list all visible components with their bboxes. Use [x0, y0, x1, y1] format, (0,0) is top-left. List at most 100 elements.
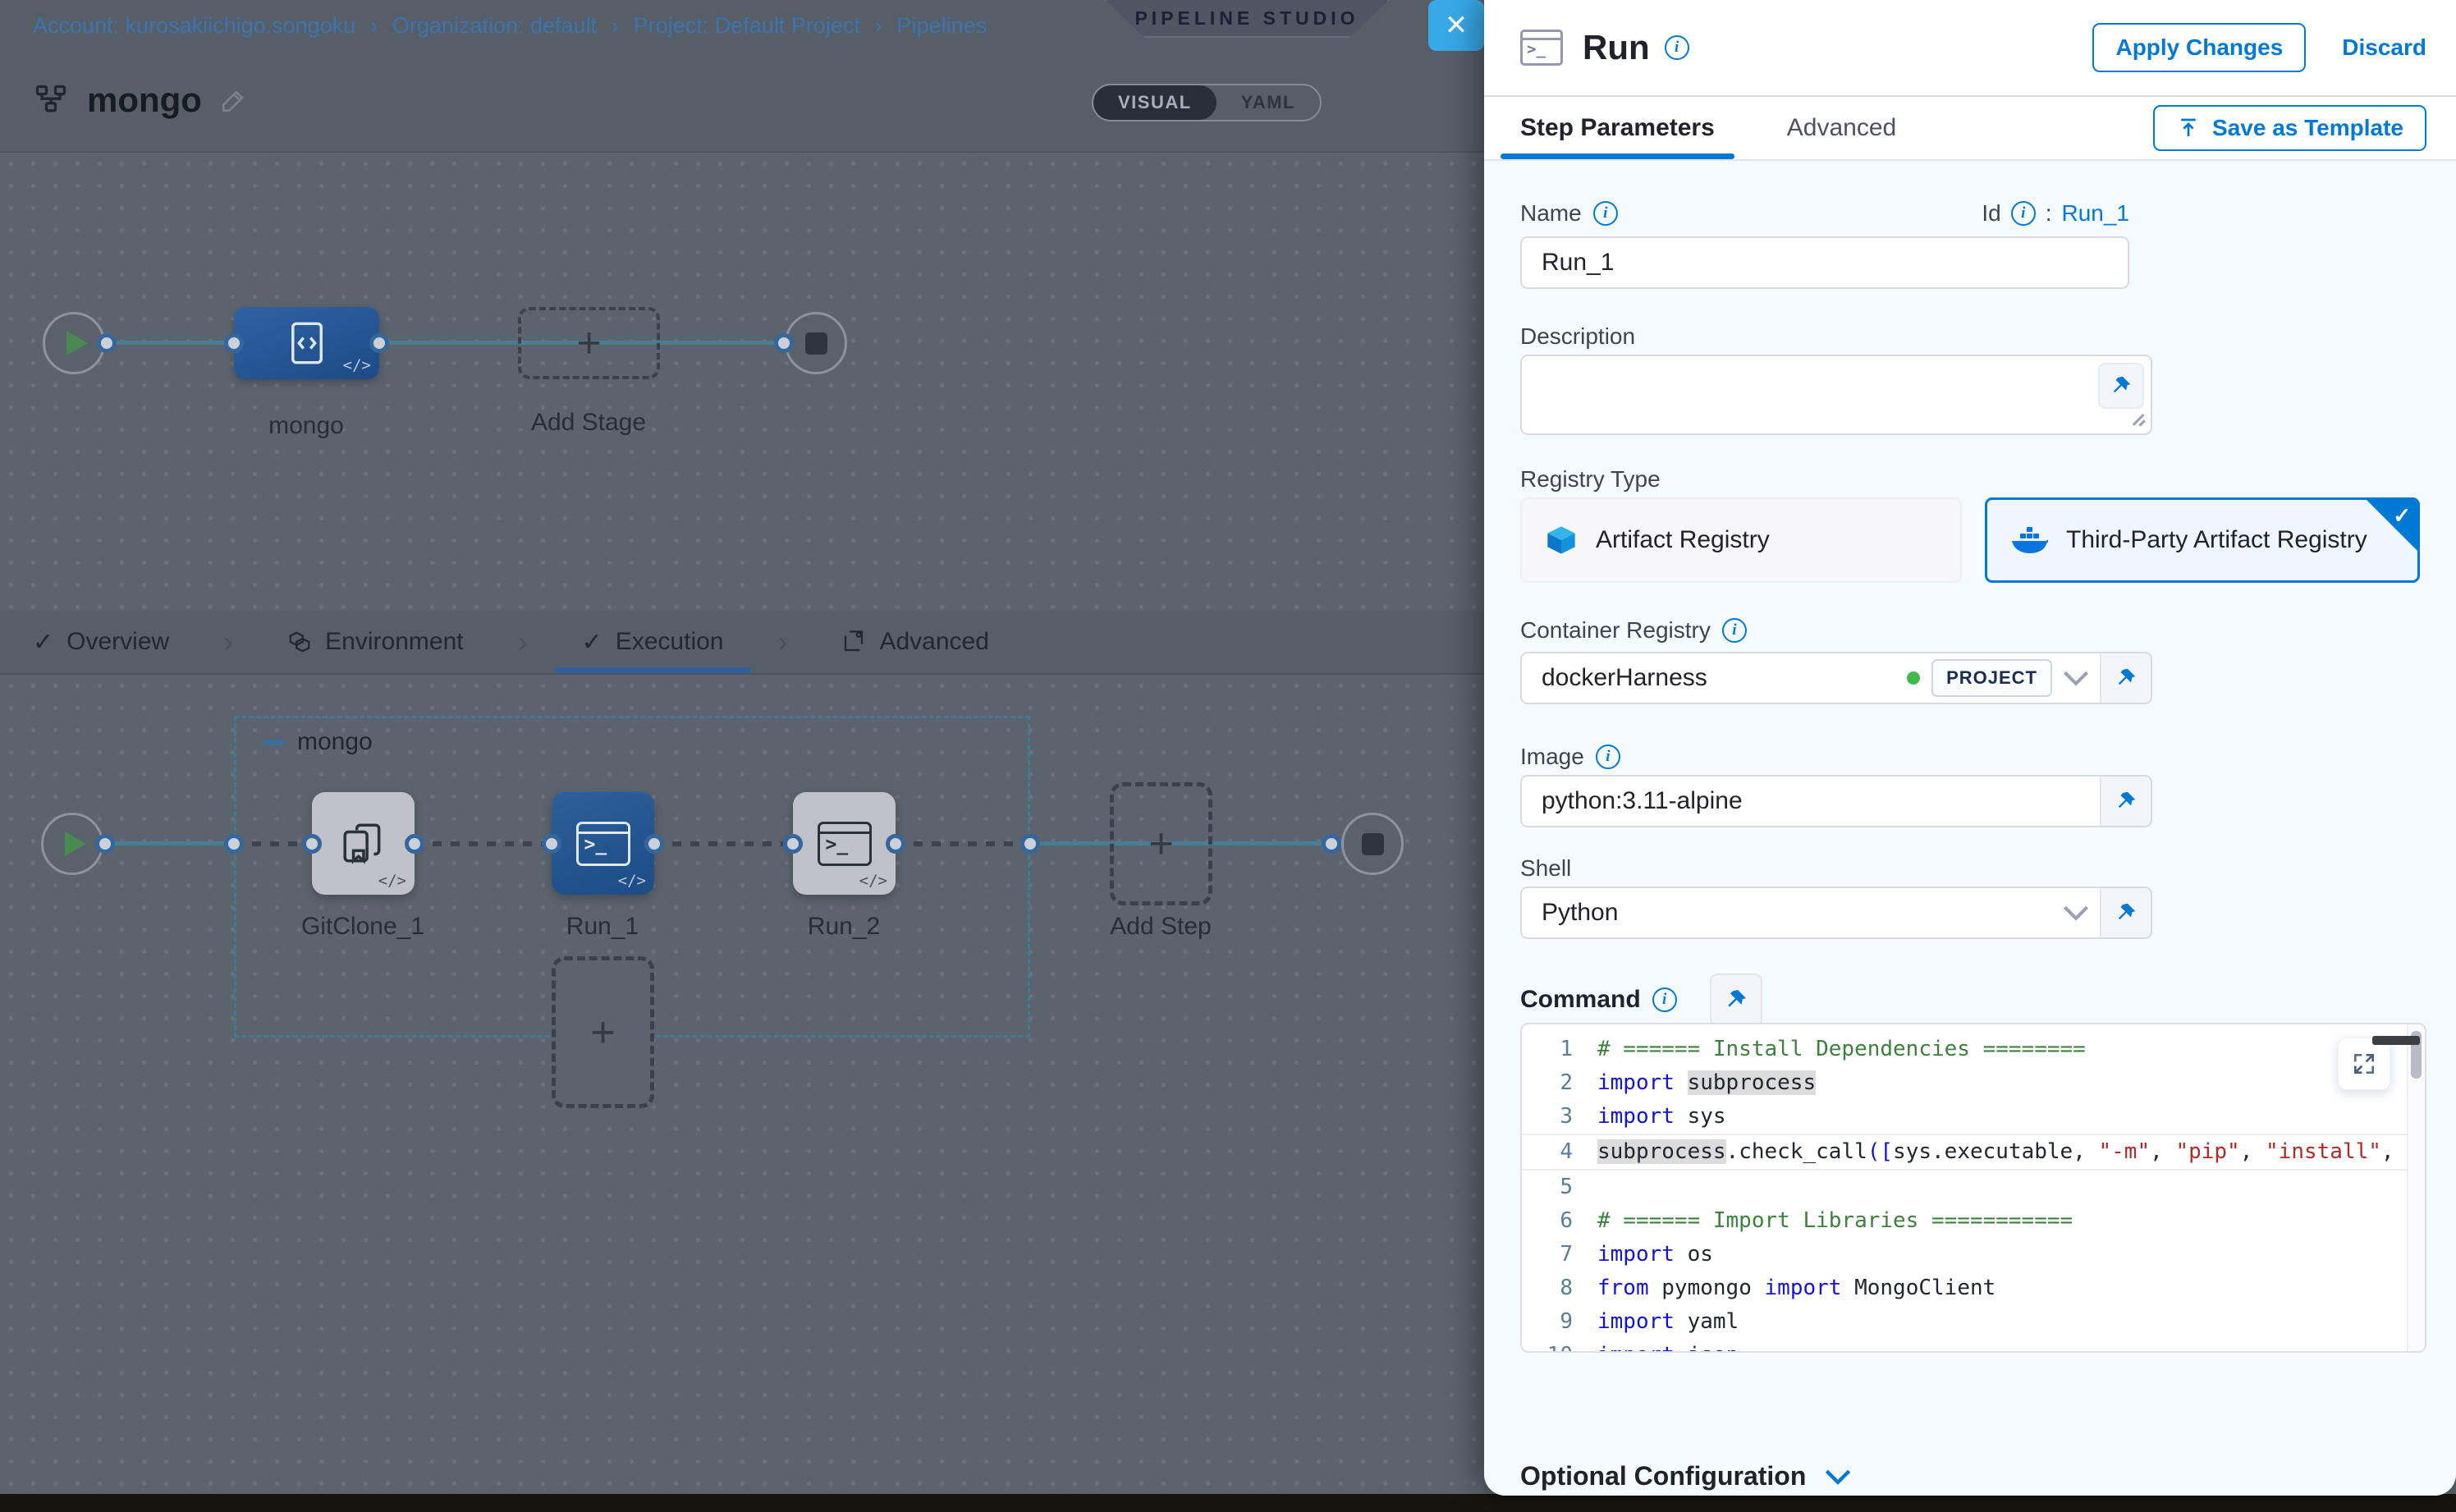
line-number: 8	[1522, 1271, 1597, 1305]
pin-input-button[interactable]	[1710, 974, 1762, 1026]
description-label: Description	[1520, 323, 1635, 350]
panel-header: >_ Run i Apply Changes Discard	[1484, 0, 2456, 97]
pipeline-studio-badge: PIPELINE STUDIO	[1105, 0, 1389, 38]
tab-panel-advanced[interactable]: Advanced	[1787, 97, 1896, 159]
save-as-template-button[interactable]: Save as Template	[2153, 105, 2426, 151]
registry-option-artifact-registry[interactable]: Artifact Registry	[1520, 497, 1962, 583]
add-parallel-step-button[interactable]: +	[552, 956, 654, 1108]
connector-port	[774, 333, 794, 353]
play-icon	[65, 832, 86, 856]
info-icon[interactable]: i	[1665, 35, 1689, 60]
screen-bottom-strip	[0, 1494, 2456, 1512]
optional-configuration-toggle[interactable]: Optional Configuration	[1520, 1461, 1852, 1491]
code-line[interactable]: 4subprocess.check_call([sys.executable, …	[1522, 1134, 2425, 1171]
container-registry-field[interactable]: dockerHarness PROJECT	[1520, 652, 2152, 704]
connector-port	[302, 834, 322, 854]
id-separator: :	[2046, 200, 2052, 227]
code-text: subprocess.check_call([sys.executable, "…	[1597, 1135, 2425, 1169]
id-value[interactable]: Run_1	[2061, 200, 2129, 227]
connector-port	[886, 834, 905, 854]
code-line[interactable]: 1# ====== Install Dependencies ========	[1522, 1033, 2425, 1066]
line-number: 9	[1522, 1305, 1597, 1339]
resize-handle[interactable]	[2131, 412, 2147, 428]
code-text	[1597, 1171, 2425, 1204]
pin-input-button[interactable]	[2098, 363, 2144, 409]
add-step-label: Add Step	[1110, 913, 1211, 941]
description-field	[1520, 355, 2152, 435]
pin-input-button[interactable]	[2100, 653, 2151, 703]
breadcrumb-link[interactable]: Account: kurosakiichigo.songoku	[33, 13, 355, 39]
step-config-panel: >_ Run i Apply Changes Discard Step Para…	[1484, 0, 2456, 1496]
apply-changes-button[interactable]: Apply Changes	[2092, 23, 2306, 72]
chevron-down-icon[interactable]	[2062, 669, 2090, 687]
pin-input-button[interactable]	[2100, 777, 2151, 826]
chevron-right-icon: ›	[223, 625, 233, 659]
edit-pencil-icon[interactable]	[220, 86, 248, 114]
pin-input-button[interactable]	[2100, 888, 2151, 937]
editor-resize-handle[interactable]	[2372, 1036, 2420, 1045]
pipeline-header: mongo VISUAL YAML	[0, 51, 1484, 153]
step-node-run-2[interactable]: >_ </>	[793, 792, 896, 895]
yaml-code-badge-icon: </>	[343, 356, 371, 374]
tab-overview[interactable]: ✓ Overview	[33, 611, 169, 673]
checkmark-icon: ✓	[33, 628, 53, 657]
info-icon[interactable]: i	[1722, 618, 1747, 643]
step-node-gitclone-1[interactable]: </>	[312, 792, 415, 895]
visual-yaml-toggle: VISUAL YAML	[1092, 84, 1322, 121]
name-input[interactable]	[1520, 236, 2129, 289]
stop-icon	[805, 332, 827, 355]
add-stage-button[interactable]: +	[518, 307, 660, 379]
tab-step-parameters[interactable]: Step Parameters	[1520, 97, 1715, 159]
description-textarea[interactable]	[1522, 356, 2151, 433]
id-row: Id i : Run_1	[1520, 200, 2129, 227]
add-step-button[interactable]: +	[1110, 782, 1212, 905]
flowchart-icon	[33, 82, 69, 118]
image-field[interactable]: python:3.11-alpine	[1520, 775, 2152, 827]
environment-icon	[287, 630, 312, 654]
pin-icon	[2114, 789, 2138, 813]
code-line[interactable]: 10import json	[1522, 1339, 2425, 1353]
step-node-run-1[interactable]: >_ </>	[552, 792, 654, 895]
code-line[interactable]: 8from pymongo import MongoClient	[1522, 1271, 2425, 1305]
info-icon[interactable]: i	[2011, 201, 2036, 226]
shell-select[interactable]: Python	[1520, 887, 2152, 939]
info-icon[interactable]: i	[1652, 987, 1677, 1012]
stage-node-mongo[interactable]: </>	[234, 307, 379, 379]
info-icon[interactable]: i	[1596, 745, 1620, 769]
code-line[interactable]: 5	[1522, 1171, 2425, 1204]
terminal-icon: >_	[576, 822, 630, 866]
code-line[interactable]: 2import subprocess	[1522, 1066, 2425, 1100]
connector-port	[97, 333, 117, 353]
code-line[interactable]: 6# ====== Import Libraries ===========	[1522, 1204, 2425, 1238]
collapse-minus-icon	[263, 740, 284, 745]
yaml-code-badge-icon: </>	[618, 872, 646, 890]
toggle-yaml[interactable]: YAML	[1217, 85, 1320, 120]
step-group-header[interactable]: mongo	[263, 728, 373, 756]
breadcrumb-link[interactable]: Pipelines	[897, 13, 987, 39]
breadcrumb-link[interactable]: Project: Default Project	[634, 13, 860, 39]
step-group-label: mongo	[297, 728, 373, 756]
upload-icon	[2176, 116, 2201, 140]
stop-icon	[1362, 833, 1384, 855]
execution-canvas: mongo </> >_ </>	[0, 675, 1484, 1496]
editor-scrollbar[interactable]	[2407, 1024, 2425, 1351]
tab-environment[interactable]: Environment	[287, 611, 463, 673]
tab-execution[interactable]: ✓ Execution	[582, 611, 724, 673]
stage-label: mongo	[268, 412, 344, 440]
discard-button[interactable]: Discard	[2342, 34, 2426, 61]
panel-tabs: Step Parameters Advanced Save as Templat…	[1484, 97, 2456, 161]
expand-editor-button[interactable]	[2338, 1038, 2390, 1090]
tab-advanced[interactable]: Advanced	[841, 611, 988, 673]
registry-option-third-party[interactable]: Third-Party Artifact Registry ✓	[1985, 497, 2420, 583]
chevron-down-icon[interactable]	[2062, 904, 2090, 922]
code-line[interactable]: 9import yaml	[1522, 1305, 2425, 1339]
close-button[interactable]: ✕	[1428, 0, 1484, 51]
shell-label: Shell	[1520, 855, 1571, 882]
toggle-visual[interactable]: VISUAL	[1093, 85, 1217, 120]
pin-icon	[2114, 900, 2138, 925]
code-line[interactable]: 7import os	[1522, 1238, 2425, 1271]
breadcrumb-link[interactable]: Organization: default	[392, 13, 597, 39]
plus-icon: +	[576, 322, 601, 364]
code-line[interactable]: 3import sys	[1522, 1100, 2425, 1134]
command-code-editor[interactable]: 1# ====== Install Dependencies ========2…	[1520, 1023, 2426, 1353]
